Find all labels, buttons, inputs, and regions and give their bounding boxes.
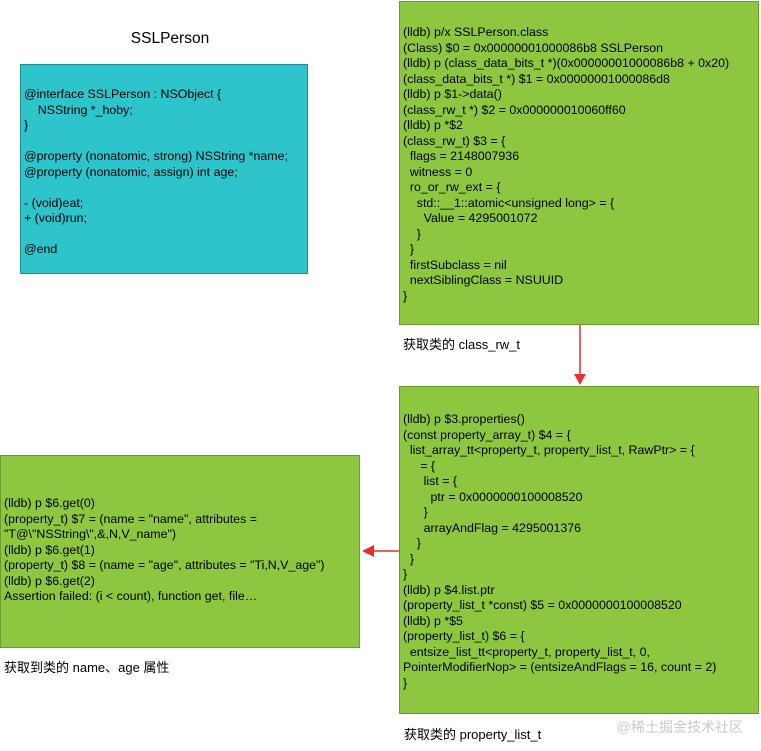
lldb-line: (const property_array_t) $4 = { <box>403 427 571 442</box>
interface-line: @property (nonatomic, assign) int age; <box>24 164 238 179</box>
caption-class-rw: 获取类的 class_rw_t <box>403 337 521 352</box>
lldb-line: std::__1::atomic<unsigned long> = { <box>403 195 615 210</box>
lldb-line: (Class) $0 = 0x00000001000086b8 SSLPerso… <box>403 40 664 55</box>
lldb-line: firstSubclass = nil <box>403 257 507 272</box>
lldb-line: (lldb) p *$5 <box>403 613 463 628</box>
lldb-line: (lldb) p $6.get(1) <box>4 542 95 557</box>
interface-line: + (void)run; <box>24 211 88 225</box>
lldb-line: arrayAndFlag = 4295001376 <box>403 520 582 535</box>
lldb-line: } <box>403 551 415 566</box>
lldb-line: (lldb) p/x SSLPerson.class <box>403 25 549 39</box>
lldb-line: } <box>403 675 408 690</box>
lldb-box-class-rw: (lldb) p/x SSLPerson.class(Class) $0 = 0… <box>399 1 759 325</box>
lldb-line: Value = 4295001072 <box>403 211 538 225</box>
lldb-line: list_array_tt<property_t, property_list_… <box>403 443 695 457</box>
lldb-line: ptr = 0x0000000100008520 <box>403 489 583 504</box>
interface-line: @end <box>24 242 58 256</box>
lldb-line: Assertion failed: (i < count), function … <box>4 589 258 603</box>
class-title: SSLPerson <box>130 30 210 47</box>
lldb-line: (lldb) p $1->data() <box>403 87 502 101</box>
lldb-line: (lldb) p $6.get(2) <box>4 573 95 588</box>
lldb-box-properties: (lldb) p $6.get(0)(property_t) $7 = (nam… <box>0 455 360 648</box>
lldb-line: list = { <box>403 474 458 488</box>
lldb-line: } <box>403 242 415 256</box>
interface-line: } <box>24 118 29 132</box>
lldb-line: (lldb) p $3.properties() <box>403 412 525 426</box>
lldb-line: (class_data_bits_t *) $1 = 0x00000001000… <box>403 71 670 86</box>
lldb-line: "T@\"NSString\",&,N,V_name") <box>4 527 177 541</box>
lldb-line: (lldb) p $6.get(0) <box>4 496 95 510</box>
arrow-left-head <box>362 545 374 557</box>
lldb-line: flags = 2148007936 <box>403 149 520 163</box>
lldb-line: ro_or_rw_ext = { <box>403 180 501 194</box>
caption-property-list: 获取类的 property_list_t <box>404 727 542 742</box>
lldb-line: (lldb) p $4.list.ptr <box>403 582 495 597</box>
caption-properties: 获取到类的 name、age 属性 <box>4 660 170 675</box>
lldb-line: (lldb) p (class_data_bits_t *)(0x0000000… <box>403 56 730 70</box>
lldb-line: (property_list_t) $6 = { <box>403 629 525 643</box>
interface-line: @interface SSLPerson : NSObject { <box>24 87 222 101</box>
lldb-line: } <box>403 226 421 241</box>
lldb-line: PointerModifierNop> = (entsizeAndFlags =… <box>403 660 717 674</box>
interface-line: NSString *_hoby; <box>24 102 133 117</box>
lldb-box-property-list: (lldb) p $3.properties()(const property_… <box>399 386 759 714</box>
lldb-line: entsize_list_tt<property_t, property_lis… <box>403 644 650 659</box>
lldb-line: } <box>403 505 428 519</box>
lldb-line: (lldb) p *$2 <box>403 118 463 132</box>
interface-box: @interface SSLPerson : NSObject { NSStri… <box>20 64 308 274</box>
lldb-line: nextSiblingClass = NSUUID <box>403 273 564 287</box>
lldb-line: (class_rw_t) $3 = { <box>403 133 506 148</box>
lldb-line: (property_list_t *const) $5 = 0x00000001… <box>403 598 682 612</box>
lldb-line: = { <box>403 458 436 473</box>
lldb-line: (property_t) $7 = (name = "name", attrib… <box>4 511 257 526</box>
lldb-line: (property_t) $8 = (name = "age", attribu… <box>4 558 325 572</box>
lldb-line: (class_rw_t *) $2 = 0x000000010060ff60 <box>403 102 626 117</box>
watermark: @稀土掘金技术社区 <box>616 719 743 735</box>
lldb-line: witness = 0 <box>403 164 473 179</box>
lldb-line: } <box>403 288 408 303</box>
arrow-down-head <box>574 374 586 385</box>
lldb-line: } <box>403 536 421 550</box>
lldb-line: } <box>403 567 408 581</box>
interface-line: - (void)eat; <box>24 195 84 210</box>
interface-line: @property (nonatomic, strong) NSString *… <box>24 149 288 163</box>
